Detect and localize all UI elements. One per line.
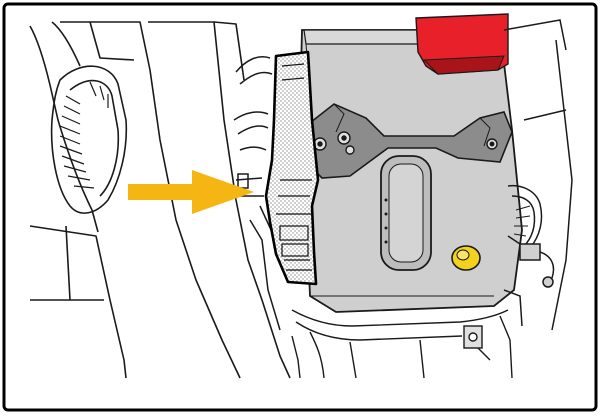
pillar-top-flange [213,21,245,81]
bolt-left-3 [345,145,355,155]
left-panel-top-edge [51,21,81,67]
cable-loop [507,184,543,249]
cable-connector [519,243,541,261]
center-pillar-right [148,21,291,379]
battery-vent-slot-inner [388,163,424,263]
left-grille-ribs [59,81,109,189]
positive-terminal-cover [415,13,509,75]
figure-frame [2,2,598,412]
small-clip [237,173,249,189]
left-lower-panel [29,225,127,379]
center-pillar-left [149,69,241,379]
top-left-panel [60,21,151,71]
hose-upper-inner [239,71,273,85]
hoses [233,56,281,331]
right-cable-ribs [513,205,531,237]
arrow-right-icon [128,170,254,214]
hose-upper [235,56,271,73]
left-panel-edge [29,25,99,233]
hold-down-bracket [303,103,513,179]
right-cable [503,19,573,331]
vent-cap-icon [451,245,481,271]
left-grille-outline [50,65,128,214]
left-lower-seam-vertical [65,225,71,301]
lower-wiring [291,309,513,379]
left-structure [29,21,291,379]
top-left-notch [89,21,135,61]
left-grille-inner [69,79,120,197]
battery-side-bracket [264,50,320,286]
